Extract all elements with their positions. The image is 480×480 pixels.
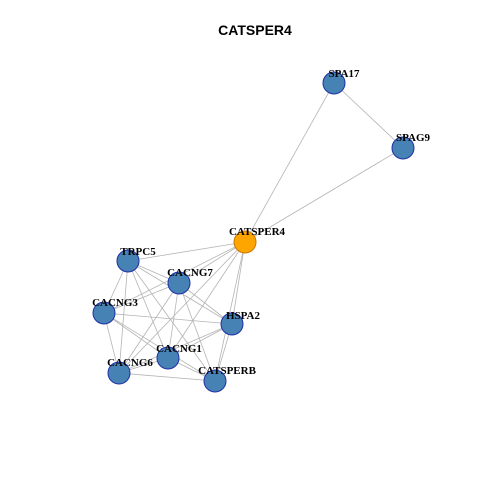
edge-spag9-catsper4: [244, 147, 404, 243]
edge-cacng3-cacng1: [103, 312, 169, 359]
edge-cacng7-cacng6: [118, 282, 180, 374]
node-label-cacng3: CACNG3: [92, 297, 138, 309]
edge-cacng3-catsperb: [103, 312, 216, 382]
edge-trpc5-cacng1: [127, 260, 169, 359]
edge-catsper4-cacng7: [178, 241, 246, 284]
node-catsper4: [233, 230, 257, 254]
node-cacng7: [167, 271, 191, 295]
node-label-spa17: SPA17: [329, 68, 360, 80]
node-trpc5: [116, 249, 140, 273]
node-label-cacng1: CACNG1: [156, 343, 202, 355]
node-label-hspa2: HSPA2: [226, 310, 261, 322]
edge-trpc5-cacng6: [118, 260, 129, 374]
node-spa17: [322, 71, 346, 95]
nodes-layer: [92, 71, 415, 393]
edge-cacng6-catsperb: [118, 372, 216, 382]
node-label-catsperb: CATSPERB: [198, 365, 257, 377]
node-label-catsper4: CATSPER4: [229, 226, 286, 238]
node-hspa2: [220, 312, 244, 336]
edge-spa17-catsper4: [244, 82, 335, 243]
edge-catsper4-hspa2: [231, 241, 246, 325]
node-cacng1: [156, 346, 180, 370]
node-catsperb: [203, 369, 227, 393]
node-label-cacng7: CACNG7: [167, 267, 213, 279]
node-cacng3: [92, 301, 116, 325]
edge-trpc5-catsperb: [127, 260, 216, 382]
node-cacng6: [107, 361, 131, 385]
node-label-cacng6: CACNG6: [107, 357, 153, 369]
node-label-trpc5: TRPC5: [120, 246, 156, 258]
edge-cacng3-hspa2: [103, 312, 233, 325]
diagram-title: CATSPER4: [218, 22, 292, 38]
edge-catsper4-cacng6: [118, 241, 246, 374]
labels-layer: SPA17SPAG9CATSPER4TRPC5CACNG7CACNG3HSPA2…: [92, 68, 430, 377]
edge-cacng7-cacng1: [167, 282, 180, 359]
edge-cacng7-catsperb: [178, 282, 216, 382]
edge-hspa2-cacng6: [118, 323, 233, 374]
node-spag9: [391, 136, 415, 160]
edge-catsper4-cacng1: [167, 241, 246, 359]
edge-catsper4-trpc5: [127, 241, 246, 262]
edge-spa17-spag9: [333, 82, 404, 149]
edge-hspa2-cacng1: [167, 323, 233, 359]
node-label-spag9: SPAG9: [396, 132, 431, 144]
edge-cacng7-cacng3: [103, 282, 180, 314]
edge-catsper4-catsperb: [214, 241, 246, 382]
